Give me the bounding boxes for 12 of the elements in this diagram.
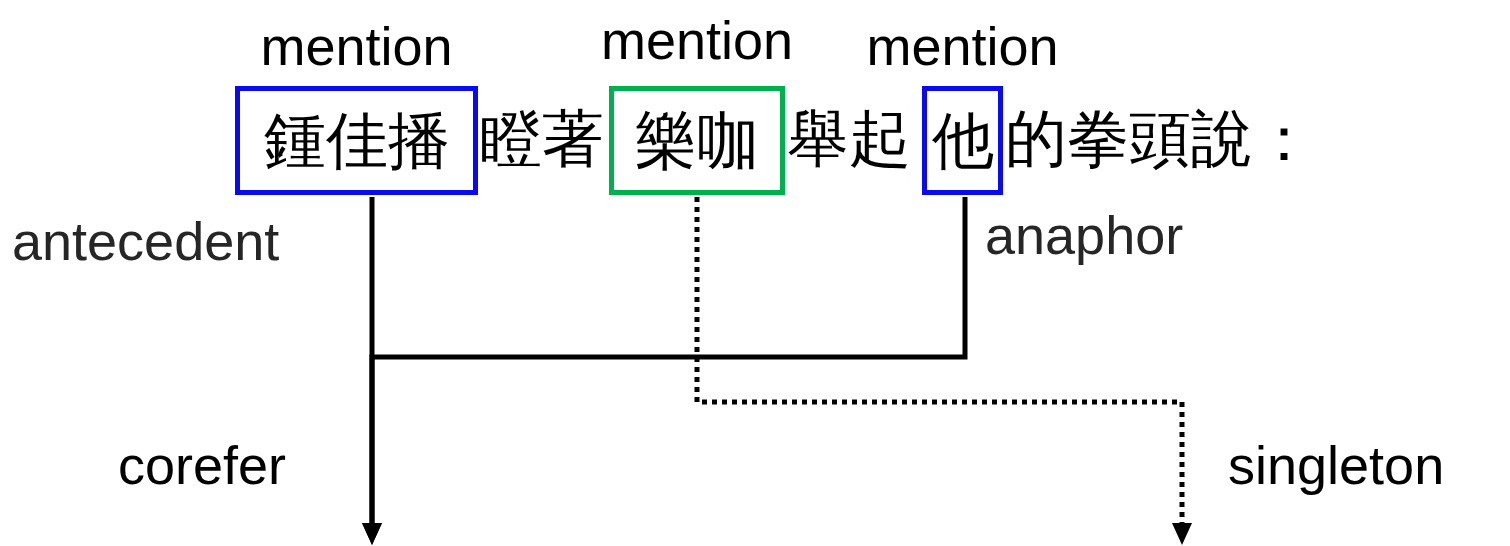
sentence-text: 的拳頭說： [1005,108,1315,170]
mention-label: mention [260,19,453,73]
mention-label: mention [600,13,794,67]
sentence-text: 瞪著 [480,108,604,170]
arrow [362,197,968,545]
highlighted-text: 鍾佳播 [263,109,450,172]
role-label: antecedent [12,214,280,268]
arrow [694,197,1192,545]
mention-label: mention [866,19,1059,73]
highlighted-text: 他 [931,109,994,172]
highlighted-text: 樂咖 [635,109,759,172]
sentence-text: 舉起 [787,108,911,170]
